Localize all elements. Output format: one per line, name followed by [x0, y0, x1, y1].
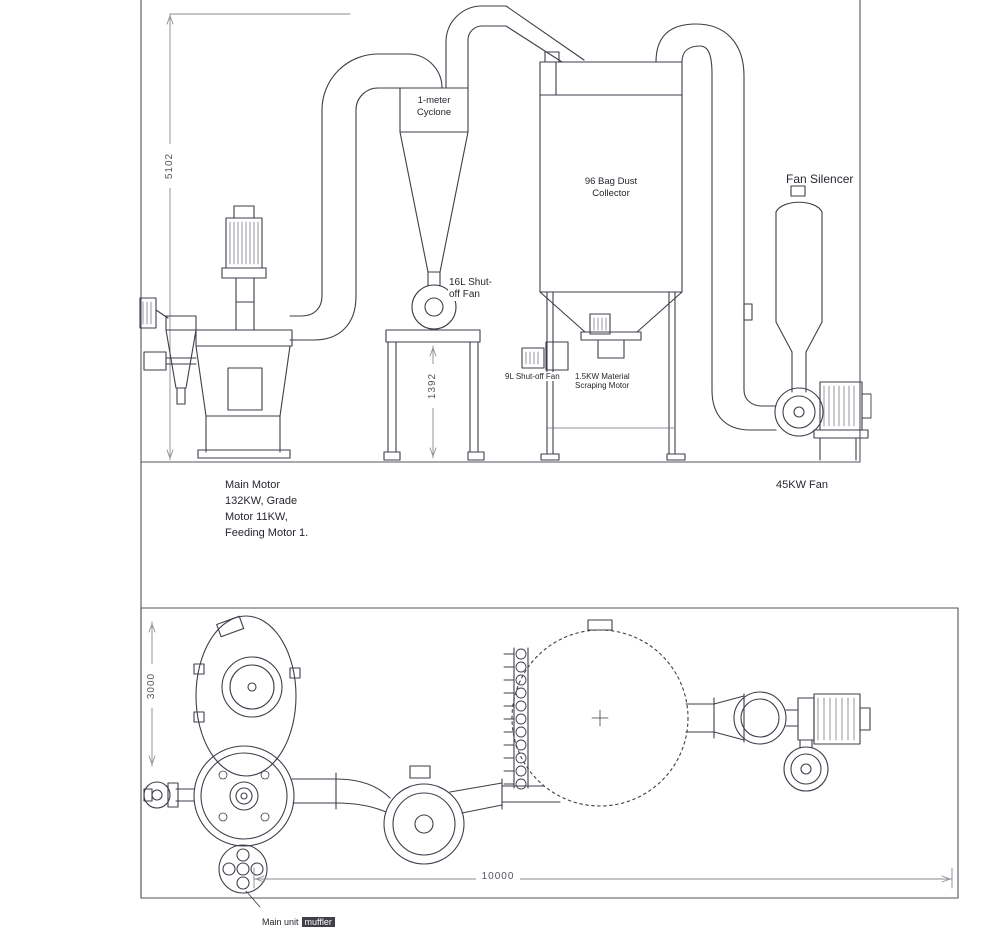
shutoff-fan-9l-label: 9L Shut-off Fan [504, 372, 564, 381]
cyclone-outlet-pipe [445, 5, 585, 89]
fan-silencer [775, 185, 823, 393]
plan-mill [193, 615, 301, 847]
fan-45kw-label: 45KW Fan [776, 479, 828, 491]
muffler-label-prefix: Main unit [262, 917, 299, 927]
plan-mill-shaft [143, 781, 195, 809]
dimension-5102-text: 5102 [164, 144, 176, 188]
collector-outlet-duct [655, 23, 777, 431]
plan-muffler [218, 844, 268, 908]
dimension-10000-text: 10000 [476, 871, 520, 883]
plan-fan-assembly [685, 691, 871, 792]
feeder-classifier [139, 297, 197, 405]
cyclone-shutoff-fan [411, 284, 457, 330]
shutoff-fan-16l-label: 16L Shut- off Fan [448, 277, 502, 301]
dust-collector [539, 51, 686, 461]
main-fan-assembly [774, 381, 872, 461]
cyclone-label: 1-meter Cyclone [404, 95, 464, 119]
cyclone-stand [383, 329, 485, 461]
dimension-1392-text: 1392 [427, 364, 439, 408]
plan-view [143, 615, 953, 908]
main-mill [195, 205, 293, 459]
scraping-motor [589, 313, 611, 335]
motor-spec-note: Main Motor 132KW, Grade Motor 11KW, Feed… [225, 479, 309, 539]
dust-collector-label: 96 Bag Dust Collector [584, 176, 638, 199]
dimension-overall-length [253, 867, 953, 889]
elevation-view [139, 5, 872, 461]
cyclone [399, 87, 469, 287]
fan-silencer-label: Fan Silencer [786, 172, 854, 186]
riser-duct [289, 53, 443, 341]
dimension-overall-height [166, 13, 351, 461]
scraping-motor-label: 1.5KW Material Scraping Motor [574, 372, 640, 390]
dimension-3000-text: 3000 [146, 664, 158, 708]
plan-dust-collector [503, 619, 689, 807]
drawing-borders [140, 0, 959, 899]
plan-mill-duct [291, 772, 391, 813]
muffler-label-word: muffler [301, 917, 335, 927]
plan-fan-scroll [383, 765, 561, 865]
small-shutoff-fan [521, 341, 569, 371]
